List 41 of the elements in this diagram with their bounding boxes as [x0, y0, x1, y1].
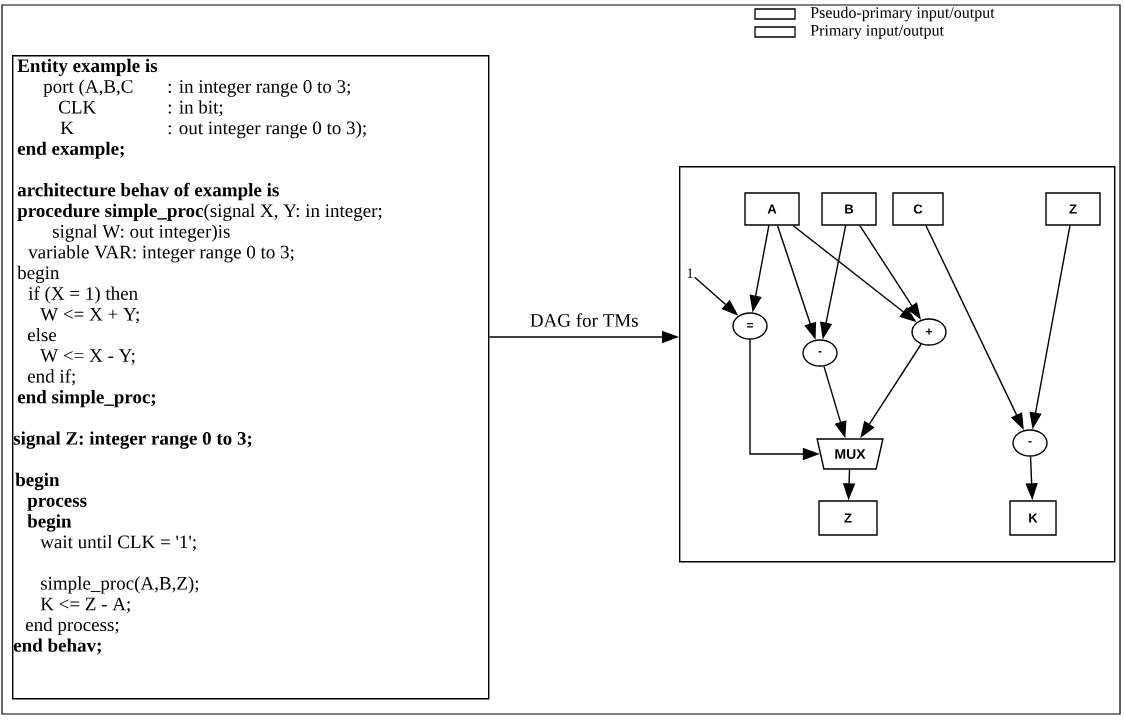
signal-box: Z	[1045, 192, 1101, 226]
code-line: begin	[17, 265, 60, 284]
code-line: port (A,B,C	[43, 79, 133, 97]
constant-label: 1	[687, 268, 693, 278]
code-line: CLK	[59, 100, 96, 114]
code-line: Entity example is	[17, 58, 158, 77]
code-line: else	[27, 327, 57, 342]
code-line: W <= X + Y;	[40, 307, 139, 324]
code-line: process	[27, 497, 87, 511]
signal-box: A	[744, 192, 800, 226]
code-line: begin	[27, 514, 72, 532]
code-line: end simple_proc;	[17, 390, 156, 408]
code-line: variable VAR: integer range 0 to 3;	[28, 245, 294, 263]
legend-label: Primary input/output	[810, 25, 944, 40]
code-line: end if;	[27, 369, 75, 386]
signal-box: C	[892, 192, 944, 226]
signal-box: K	[1009, 500, 1057, 536]
code-line: begin	[15, 472, 60, 491]
code-line: procedure simple_proc(signal X, Y: in integer;	[17, 203, 382, 221]
code-line: K <= Z - A;	[40, 597, 130, 614]
mux-trapezoid: MUX	[816, 438, 884, 470]
code-line: K	[60, 121, 74, 135]
code-box	[12, 55, 490, 700]
code-line: : out integer range 0 to 3);	[168, 120, 366, 139]
code-line: signal Z: integer range 0 to 3;	[13, 431, 252, 449]
dag-panel	[679, 166, 1116, 563]
code-line: : in integer range 0 to 3;	[168, 80, 350, 97]
code-line: end behav;	[13, 638, 101, 655]
code-line: architecture behav of example is	[17, 182, 279, 201]
edge-label: DAG for TMs	[528, 312, 640, 328]
code-line: end example;	[17, 141, 124, 159]
legend-label: Pseudo-primary input/output	[810, 6, 995, 22]
code-line: if (X = 1) then	[28, 286, 138, 304]
code-line: : in bit;	[168, 100, 223, 117]
code-line: simple_proc(A,B,Z);	[41, 576, 199, 594]
signal-box: B	[821, 192, 877, 226]
code-line: signal W: out integer)is	[53, 224, 230, 242]
code-line: wait until CLK = '1';	[40, 534, 196, 552]
signal-box: Z	[818, 500, 878, 536]
code-line: W <= X - Y;	[40, 349, 135, 365]
code-line: end process;	[25, 617, 119, 635]
